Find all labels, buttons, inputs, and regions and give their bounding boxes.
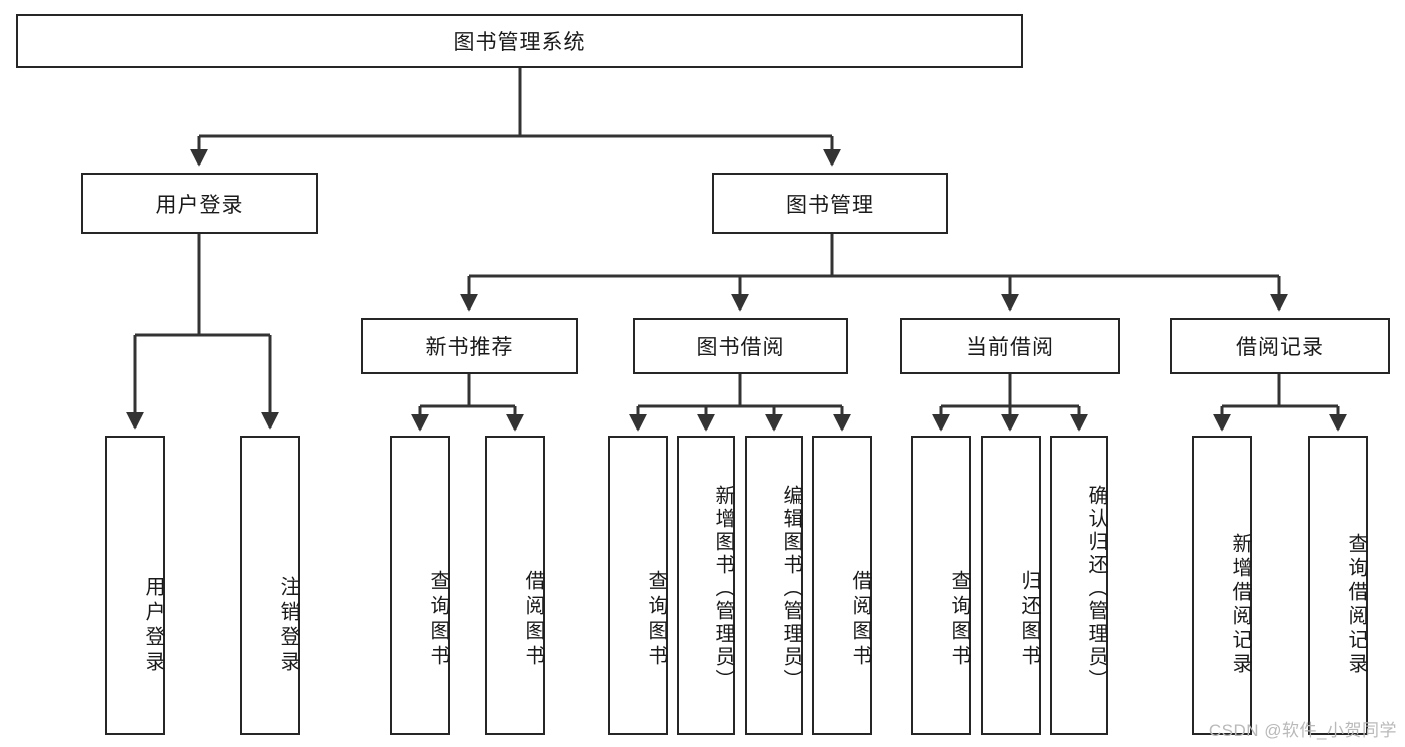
leaf-add-book-admin[interactable]: 新增图书（管理员） bbox=[677, 436, 735, 735]
node-user-login[interactable]: 用户登录 bbox=[81, 173, 318, 234]
node-current-borrowing[interactable]: 当前借阅 bbox=[900, 318, 1120, 374]
leaf-query-book-recommendation[interactable]: 查询图书 bbox=[390, 436, 450, 735]
leaf-add-borrowing-record[interactable]: 新增借阅记录 bbox=[1192, 436, 1252, 735]
leaf-query-book-current[interactable]: 查询图书 bbox=[911, 436, 971, 735]
leaf-confirm-return-admin[interactable]: 确认归还（管理员） bbox=[1050, 436, 1108, 735]
leaf-borrow-book-borrowing[interactable]: 借阅图书 bbox=[812, 436, 872, 735]
leaf-edit-book-admin[interactable]: 编辑图书（管理员） bbox=[745, 436, 803, 735]
leaf-return-book[interactable]: 归还图书 bbox=[981, 436, 1041, 735]
leaf-query-book-borrowing[interactable]: 查询图书 bbox=[608, 436, 668, 735]
node-new-book-recommendation[interactable]: 新书推荐 bbox=[361, 318, 578, 374]
leaf-query-borrowing-record[interactable]: 查询借阅记录 bbox=[1308, 436, 1368, 735]
leaf-borrow-book-recommendation[interactable]: 借阅图书 bbox=[485, 436, 545, 735]
node-root-book-management-system[interactable]: 图书管理系统 bbox=[16, 14, 1023, 68]
node-book-management[interactable]: 图书管理 bbox=[712, 173, 948, 234]
leaf-user-login[interactable]: 用户登录 bbox=[105, 436, 165, 735]
leaf-user-logout[interactable]: 注销登录 bbox=[240, 436, 300, 735]
csdn-watermark: CSDN @软件_小贺同学 bbox=[1208, 721, 1397, 740]
node-borrowing-record[interactable]: 借阅记录 bbox=[1170, 318, 1390, 374]
node-book-borrowing[interactable]: 图书借阅 bbox=[633, 318, 848, 374]
